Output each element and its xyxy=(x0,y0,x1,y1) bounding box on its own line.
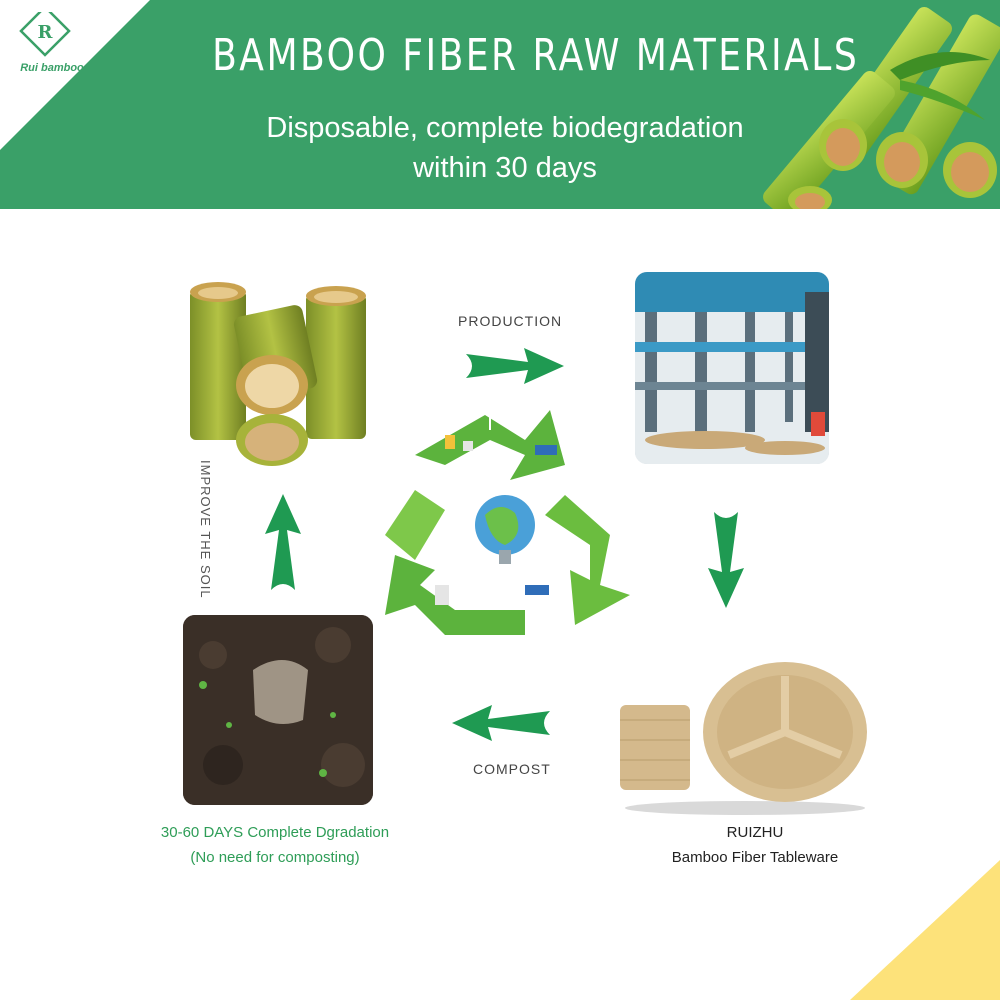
compost-label: COMPOST xyxy=(473,761,551,777)
recycle-cycle-icon xyxy=(385,400,630,635)
page-title: BAMBOO FIBER RAW MATERIALS xyxy=(212,30,860,81)
yellow-corner-accent xyxy=(850,860,1000,1000)
header-banner xyxy=(0,0,1000,209)
arrow-left-icon xyxy=(452,705,550,741)
subtitle-line-1: Disposable, complete biodegradation xyxy=(266,112,744,144)
bamboo-tubes-image xyxy=(190,282,366,466)
bamboo-stalks-image xyxy=(763,7,1000,209)
degradation-caption: 30-60 DAYS Complete Dgradation (No need … xyxy=(130,820,420,870)
factory-machines-graphic xyxy=(635,272,829,464)
soil-graphic xyxy=(183,615,373,805)
product-caption-line-2: Bamboo Fiber Tableware xyxy=(671,849,839,866)
banner-corner xyxy=(0,0,150,150)
arrow-down-icon xyxy=(708,512,744,608)
svg-text:R: R xyxy=(38,22,54,43)
arrow-right-icon xyxy=(466,348,564,384)
logo-text: Rui bamboo xyxy=(20,62,84,74)
soil-degradation-image xyxy=(183,615,373,805)
degradation-caption-line-2: (No need for composting) xyxy=(190,849,360,866)
factory-production-image xyxy=(635,272,829,464)
product-caption: RUIZHU Bamboo Fiber Tableware xyxy=(640,820,870,870)
improve-soil-label: IMPROVE THE SOIL xyxy=(198,460,213,599)
production-label: PRODUCTION xyxy=(458,313,563,329)
degradation-caption-line-1: 30-60 DAYS Complete Dgradation xyxy=(160,824,390,841)
page-subtitle: Disposable, complete biodegradation with… xyxy=(200,108,810,188)
product-caption-line-1: RUIZHU xyxy=(726,824,784,841)
bamboo-plates-image xyxy=(620,662,867,815)
bamboo-logo-icon: R xyxy=(19,5,71,57)
subtitle-line-2: within 30 days xyxy=(413,152,597,184)
arrow-up-icon xyxy=(265,494,301,590)
brand-logo: R Rui bamboo xyxy=(12,5,92,84)
